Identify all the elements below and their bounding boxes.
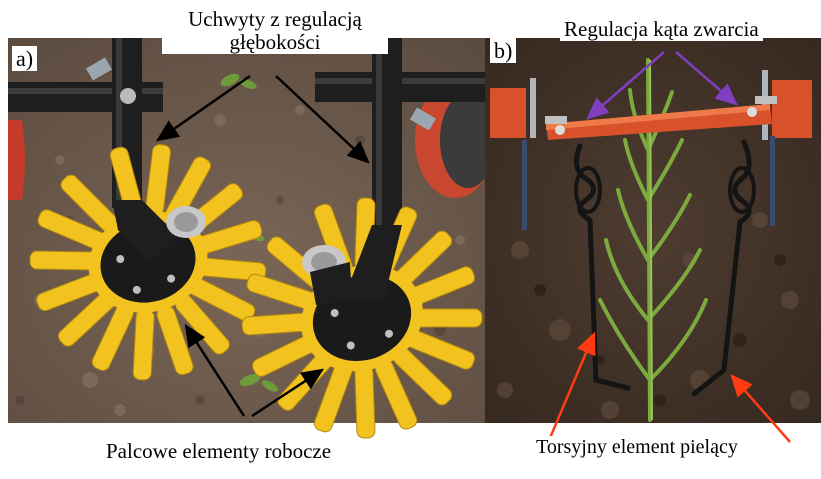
arrow-torsion-weeder-right xyxy=(730,374,791,443)
panel-b-photo xyxy=(485,38,821,423)
arrow-angle-adjustment-right xyxy=(675,51,738,106)
arrow-angle-adjustment-left xyxy=(586,51,665,120)
torsion-weeder-label: Torsyjny element pielący xyxy=(534,436,740,458)
arrow-finger-elements-right xyxy=(251,368,325,418)
arrow-depth-handles-left xyxy=(155,74,251,142)
panel-a-photo xyxy=(8,38,496,439)
panel-a-tag: a) xyxy=(12,46,38,72)
angle-adjustment-label: Regulacja kąta zwarcia xyxy=(560,17,763,42)
arrow-finger-elements-left xyxy=(184,323,246,417)
depth-handles-label-line1: Uchwyty z regulacją xyxy=(188,7,362,31)
depth-handles-label: Uchwyty z regulacją głębokości xyxy=(162,7,388,55)
panel-b-tag: b) xyxy=(490,38,517,64)
arrow-depth-handles-right xyxy=(275,75,370,164)
arrow-torsion-weeder-left xyxy=(548,331,596,439)
finger-elements-label: Palcowe elementy robocze xyxy=(104,439,334,464)
depth-handles-label-line2: głębokości xyxy=(229,30,321,55)
